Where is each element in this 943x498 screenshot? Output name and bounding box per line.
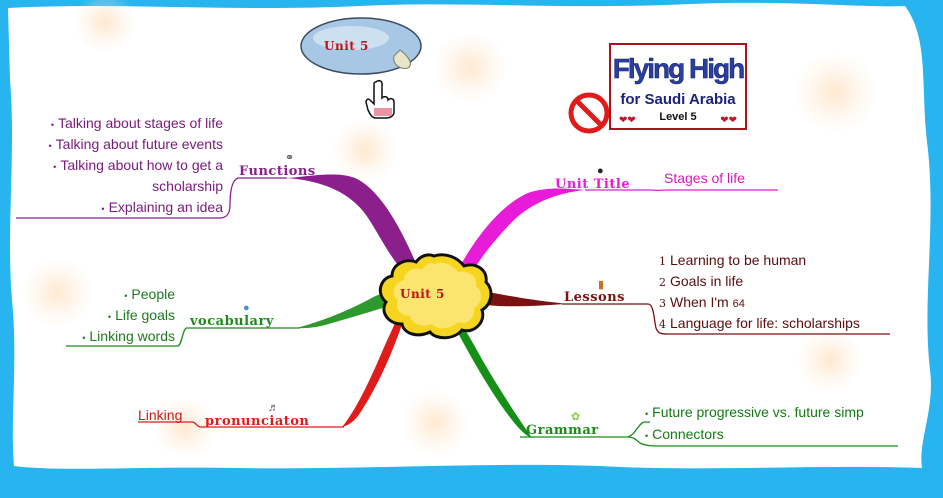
- lessons-label[interactable]: Lessons: [564, 290, 625, 305]
- functions-item: •Talking about how to get a: [53, 157, 223, 173]
- lesson-item-age: 64: [732, 298, 745, 310]
- bullet: •: [50, 120, 54, 130]
- lesson-item-label: Language for life: scholarships: [670, 315, 860, 331]
- bomb-icon: ●: [597, 165, 604, 177]
- grammar-item-label: Future progressive vs. future simp: [652, 404, 864, 420]
- vocabulary-item: •Life goals: [108, 307, 175, 323]
- background-blob: [330, 120, 400, 180]
- central-node-shape: [378, 253, 493, 340]
- book-logo: Flying High for Saudi Arabia Level 5 ❤❤ …: [609, 43, 747, 130]
- prohibited-icon: [568, 92, 610, 134]
- functions-item-label: Talking about stages of life: [58, 115, 223, 131]
- lesson-number: 4: [659, 318, 666, 331]
- functions-item-label: Explaining an idea: [108, 199, 223, 215]
- unit-title-item: Stages of life: [664, 170, 745, 186]
- grammar-item: •Future progressive vs. future simp: [645, 404, 893, 420]
- functions-label[interactable]: Functions: [239, 164, 316, 179]
- vocabulary-item: •People: [124, 286, 175, 302]
- grammar-item-label: Connectors: [652, 426, 724, 442]
- unit-bubble-shape: [300, 17, 422, 75]
- functions-item: •Explaining an idea: [101, 199, 223, 215]
- background-blob: [70, 0, 140, 50]
- globe-icon: ●: [243, 302, 250, 314]
- bullet: •: [645, 431, 649, 441]
- pointing-hand-icon: [365, 79, 395, 119]
- logo-title: Flying High: [612, 53, 746, 85]
- vocabulary-item: •Linking words: [82, 328, 175, 344]
- lesson-item: 2 Goals in life: [659, 273, 743, 289]
- logo-subtitle: for Saudi Arabia: [620, 91, 736, 108]
- vocabulary-label[interactable]: vocabulary: [190, 314, 274, 329]
- bullet: •: [53, 162, 57, 172]
- background-blob: [430, 35, 510, 100]
- heart-icon: ❤❤: [619, 115, 636, 126]
- background-blob: [20, 260, 95, 325]
- unit-bubble-label[interactable]: Unit 5: [324, 39, 369, 53]
- pronunciation-label[interactable]: pronunciaton: [205, 414, 310, 429]
- background-blob: [795, 330, 865, 390]
- logo-level: Level 5: [659, 111, 697, 123]
- lesson-item-label: Goals in life: [670, 273, 744, 289]
- lesson-item-label: Learning to be human: [670, 252, 807, 268]
- functions-item-continuation: scholarship: [152, 178, 223, 194]
- bullet: •: [82, 333, 86, 343]
- bullet: •: [645, 409, 649, 419]
- lesson-item-label: When I'm: [670, 294, 729, 310]
- bell-icon: ⚭: [285, 152, 295, 164]
- grammar-item: •Connectors: [645, 426, 724, 442]
- vocabulary-item-label: People: [131, 286, 175, 302]
- lesson-number: 2: [659, 276, 666, 289]
- bullet: •: [101, 204, 105, 214]
- lesson-number: 3: [659, 297, 666, 310]
- pronunciation-item: Linking: [138, 407, 183, 423]
- flower-icon: ✿: [571, 411, 581, 423]
- unit-title-label[interactable]: Unit Title: [555, 177, 631, 192]
- functions-item: • Talking about stages of life: [51, 115, 223, 131]
- bullet: •: [48, 141, 52, 151]
- lesson-number: 1: [659, 255, 666, 268]
- heart-icon: ❤❤: [720, 115, 737, 126]
- vocabulary-item-label: Life goals: [115, 307, 175, 323]
- bullet: •: [124, 291, 128, 301]
- central-node-label[interactable]: Unit 5: [400, 287, 445, 301]
- lesson-item: 3 When I'm 64: [659, 294, 745, 310]
- functions-item: •Talking about future events: [49, 136, 224, 152]
- grammar-label[interactable]: Grammar: [526, 423, 599, 438]
- functions-item-label: Talking about future events: [55, 136, 223, 152]
- bullet: •: [107, 312, 112, 322]
- vocabulary-item-label: Linking words: [89, 328, 175, 344]
- functions-item-label: Talking about how to get a: [60, 157, 223, 173]
- background-blob: [400, 390, 470, 455]
- lesson-item: 1 Learning to be human: [659, 252, 806, 268]
- book-icon: ▮: [598, 279, 605, 291]
- speaker-icon: ♬: [268, 402, 279, 414]
- lesson-item: 4 Language for life: scholarships: [659, 315, 860, 331]
- background-blob: [790, 55, 880, 130]
